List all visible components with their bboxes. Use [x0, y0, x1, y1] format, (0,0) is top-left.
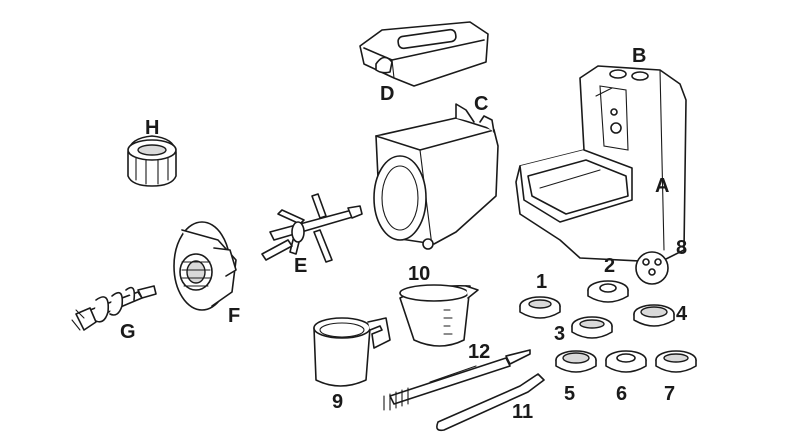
part-3-screen: [571, 316, 613, 339]
label-2: 2: [604, 255, 616, 277]
label-9: 9: [332, 391, 344, 413]
label-h: H: [145, 117, 160, 139]
label-f: F: [228, 305, 241, 327]
part-g-auger: [71, 285, 157, 331]
part-f-housing: [173, 221, 237, 311]
part-9-cup: [313, 317, 391, 387]
part-6-screen: [605, 350, 647, 373]
label-d: D: [380, 83, 395, 105]
label-e: E: [294, 255, 308, 277]
label-c: C: [474, 93, 489, 115]
label-12: 12: [468, 341, 491, 363]
part-10-measuring-cup: [399, 284, 479, 347]
label-6: 6: [616, 383, 628, 405]
part-8-knob: [635, 251, 669, 285]
label-g: G: [120, 321, 136, 343]
part-h-cap: [127, 135, 177, 187]
label-3: 3: [554, 323, 566, 345]
part-a-motor-base: [515, 65, 687, 263]
part-5-screen: [555, 350, 597, 373]
part-12-brush: [383, 349, 531, 411]
part-2-screen: [587, 280, 629, 303]
label-7: 7: [664, 383, 676, 405]
part-c-hopper: [373, 103, 499, 250]
label-a: A: [655, 175, 670, 197]
part-4-screen: [633, 304, 675, 327]
label-5: 5: [564, 383, 576, 405]
part-7-screen: [655, 350, 697, 373]
part-e-wiper: [261, 193, 363, 263]
part-1-screen: [519, 296, 561, 319]
label-8: 8: [676, 237, 688, 259]
label-4: 4: [676, 303, 688, 325]
part-d-lid: [359, 21, 489, 87]
label-11: 11: [512, 401, 534, 423]
label-b: B: [632, 45, 647, 67]
part-11-spatula: [436, 373, 545, 432]
label-1: 1: [536, 271, 548, 293]
label-10: 10: [408, 263, 431, 285]
